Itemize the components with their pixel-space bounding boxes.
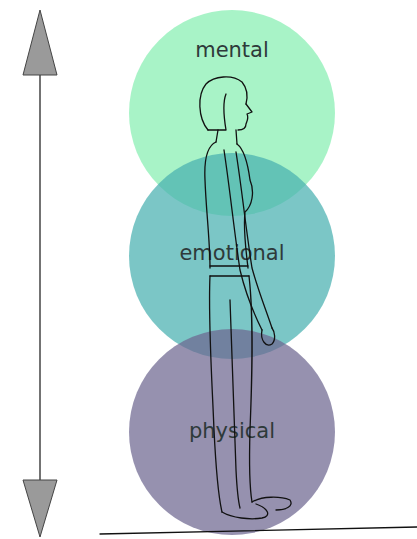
- circle-fill: [129, 329, 335, 535]
- torso-back: [205, 142, 216, 268]
- ground-line: [100, 527, 417, 534]
- torso-front: [237, 144, 252, 268]
- circle-label: mental: [129, 38, 335, 62]
- circle-label: emotional: [129, 241, 335, 265]
- belt: [210, 266, 249, 276]
- face-profile: [238, 104, 252, 130]
- circle-label: physical: [129, 419, 335, 443]
- physical-circle: physical: [129, 329, 335, 535]
- leg-middle: [230, 300, 240, 508]
- hair: [200, 77, 247, 130]
- arrow-shaft: [39, 70, 41, 485]
- hair-inner: [208, 94, 226, 130]
- arm: [224, 150, 272, 330]
- arrow-head-down: [23, 480, 57, 537]
- neck: [216, 130, 237, 144]
- feet: [222, 497, 291, 519]
- circle-fill: [129, 153, 335, 359]
- hand: [262, 328, 275, 345]
- arrow-head-up: [23, 10, 57, 75]
- emotional-circle: emotional: [129, 153, 335, 359]
- leg-front: [249, 276, 252, 502]
- leg-back: [209, 276, 222, 512]
